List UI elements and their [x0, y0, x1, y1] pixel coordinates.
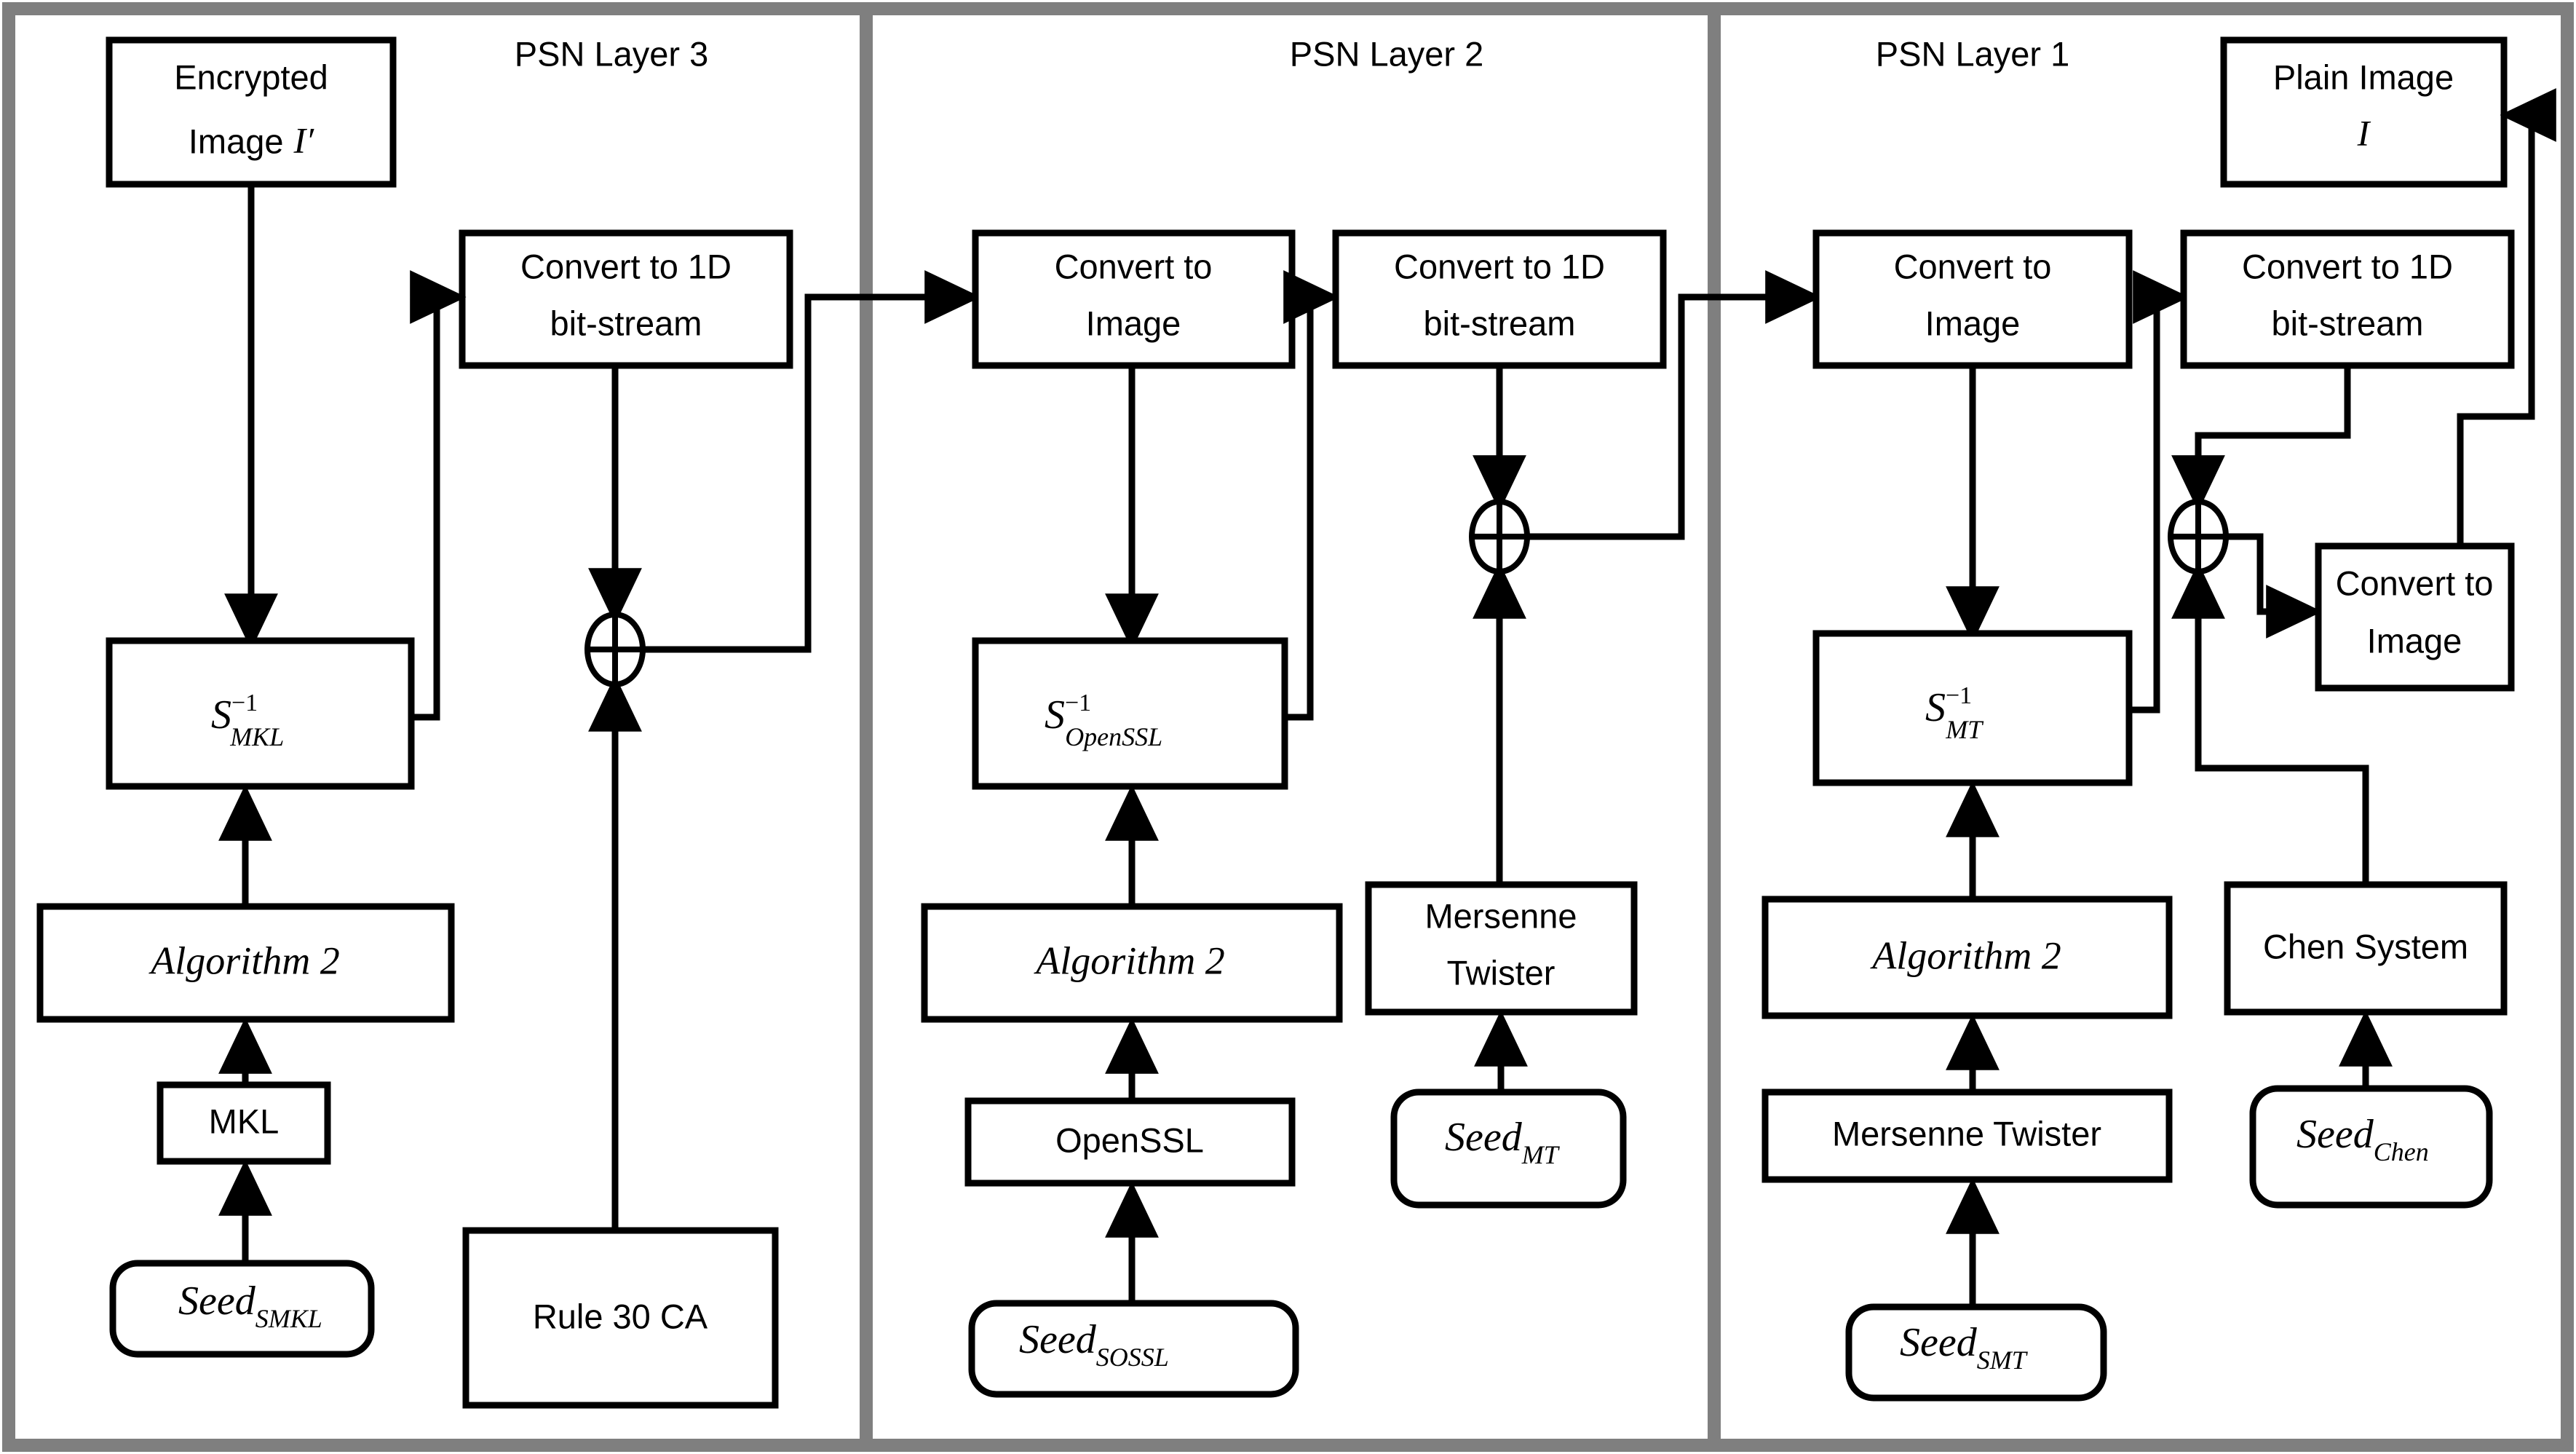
plain-image-symbol: I: [2357, 112, 2371, 153]
encrypted-image-symbol: I′: [293, 119, 315, 160]
xor-gate-layer3: [584, 612, 646, 687]
seed-smt-label: SeedSMT: [1900, 1320, 2029, 1375]
plain-image-line1: Plain Image: [2273, 58, 2454, 96]
mkl-label: MKL: [209, 1102, 280, 1140]
seed-smt-sub: SMT: [1977, 1346, 2029, 1375]
l2-algorithm2-label: Algorithm 2: [1034, 939, 1225, 982]
l2-s-sub: OpenSSL: [1065, 722, 1162, 751]
l1-convert1d-line1: Convert to 1D: [2242, 247, 2453, 285]
seed-mt-label: SeedMT: [1445, 1115, 1561, 1169]
box-seed-mt[interactable]: [1390, 1088, 1627, 1209]
l3-s-sup: −1: [231, 690, 258, 716]
l3-convert1d-line2: bit-stream: [550, 304, 702, 342]
l2-convert-image-line1: Convert to: [1055, 247, 1213, 285]
box-plain-image[interactable]: [2220, 36, 2508, 188]
wire-l2-sossl-to-convert1d: [1283, 270, 1340, 721]
l1-s-base: S: [1925, 685, 1946, 730]
box-l2-s-inverse-openssl[interactable]: [972, 637, 1288, 790]
xor-gate-layer2: [1469, 499, 1530, 574]
wire-l3-xor-to-layer2: [643, 270, 981, 653]
l1-convert-image-right-line1: Convert to: [2336, 564, 2494, 602]
l2-convert-image-line2: Image: [1086, 304, 1181, 342]
box-l3-algorithm2[interactable]: [36, 903, 455, 1023]
wire-l1-smt-to-convert1d: [2129, 270, 2189, 714]
l2-s-sup: −1: [1065, 690, 1091, 716]
panel-title-layer1: PSN Layer 1: [1876, 34, 2069, 73]
box-chen-system[interactable]: [2224, 881, 2508, 1016]
l1-convert1d-line2: bit-stream: [2272, 304, 2424, 342]
box-encrypted-image[interactable]: [106, 36, 397, 188]
box-seed-chen[interactable]: [2249, 1085, 2493, 1209]
l3-algorithm2-label: Algorithm 2: [148, 939, 340, 982]
l3-s-sub: MKL: [229, 722, 284, 751]
box-l2-algorithm2[interactable]: [921, 903, 1343, 1023]
l1-algorithm2-label: Algorithm 2: [1870, 933, 2061, 977]
box-l1-algorithm2[interactable]: [1761, 896, 2173, 1019]
wire-l1-convert1d-to-xor: [2171, 366, 2351, 512]
l2-convert1d-line1: Convert to 1D: [1394, 247, 1605, 285]
l1-convert-image-line1: Convert to: [1894, 247, 2052, 285]
wire-smkl-to-convert1d: [410, 270, 467, 721]
encrypted-image-line1: Encrypted: [174, 58, 328, 96]
box-l1-s-inverse-mt[interactable]: [1812, 630, 2133, 786]
box-mkl[interactable]: [156, 1081, 331, 1165]
seed-mt-base: Seed: [1445, 1115, 1523, 1160]
panel-title-layer2: PSN Layer 2: [1290, 34, 1483, 73]
seed-smkl-label: SeedSMKL: [178, 1279, 322, 1333]
seed-sossl-base: Seed: [1019, 1317, 1097, 1362]
rule30-label: Rule 30 CA: [533, 1297, 708, 1335]
l1-s-sup: −1: [1946, 682, 1972, 709]
chen-system-label: Chen System: [2263, 927, 2468, 965]
box-seed-smt[interactable]: [1845, 1303, 2107, 1402]
l1-s-sub: MT: [1945, 715, 1984, 744]
wire-l1-xor-to-convert-image-right: [2226, 533, 2323, 639]
box-l2-convert-image[interactable]: [972, 229, 1296, 369]
openssl-label: OpenSSL: [1055, 1121, 1204, 1159]
panel-title-layer3: PSN Layer 3: [515, 34, 708, 73]
box-l3-s-inverse-mkl[interactable]: [106, 637, 415, 790]
seed-sossl-sub: SOSSL: [1096, 1343, 1169, 1372]
wire-chen-to-xor: [2171, 562, 2369, 885]
encrypted-image-line2-text: Image: [189, 122, 284, 160]
seed-chen-base: Seed: [2296, 1112, 2374, 1157]
wire-l2-xor-to-layer1: [1527, 270, 1822, 540]
seed-chen-sub: Chen: [2374, 1137, 2429, 1166]
l2-mersenne-line1: Mersenne: [1425, 896, 1577, 935]
seed-smt-base: Seed: [1900, 1320, 1978, 1365]
l3-convert1d-line1: Convert to 1D: [520, 247, 732, 285]
box-l1-mersenne-twister[interactable]: [1761, 1088, 2173, 1183]
box-l1-convert-image-left[interactable]: [1812, 229, 2133, 369]
l1-mersenne-label: Mersenne Twister: [1832, 1114, 2101, 1153]
wire-convert-image-right-to-plain-image: [2457, 88, 2556, 546]
box-l2-mersenne-twister[interactable]: [1365, 881, 1638, 1016]
box-l1-convert-image-right[interactable]: [2315, 542, 2515, 692]
l2-mersenne-line2: Twister: [1447, 953, 1555, 992]
box-rule30-ca[interactable]: [462, 1227, 779, 1409]
box-l3-convert-1d[interactable]: [459, 229, 793, 369]
seed-smkl-base: Seed: [178, 1279, 256, 1324]
seed-chen-label: SeedChen: [2296, 1112, 2429, 1166]
l1-convert-image-right-line2: Image: [2367, 621, 2462, 660]
l3-s-base: S: [211, 692, 231, 738]
seed-smkl-sub: SMKL: [255, 1304, 322, 1333]
seed-sossl-label: SeedSOSSL: [1019, 1317, 1169, 1372]
l2-s-base: S: [1045, 692, 1065, 738]
l2-convert1d-line2: bit-stream: [1424, 304, 1576, 342]
seed-mt-sub: MT: [1521, 1140, 1561, 1169]
xor-gate-layer1: [2168, 499, 2229, 574]
l1-convert-image-line2: Image: [1925, 304, 2021, 342]
